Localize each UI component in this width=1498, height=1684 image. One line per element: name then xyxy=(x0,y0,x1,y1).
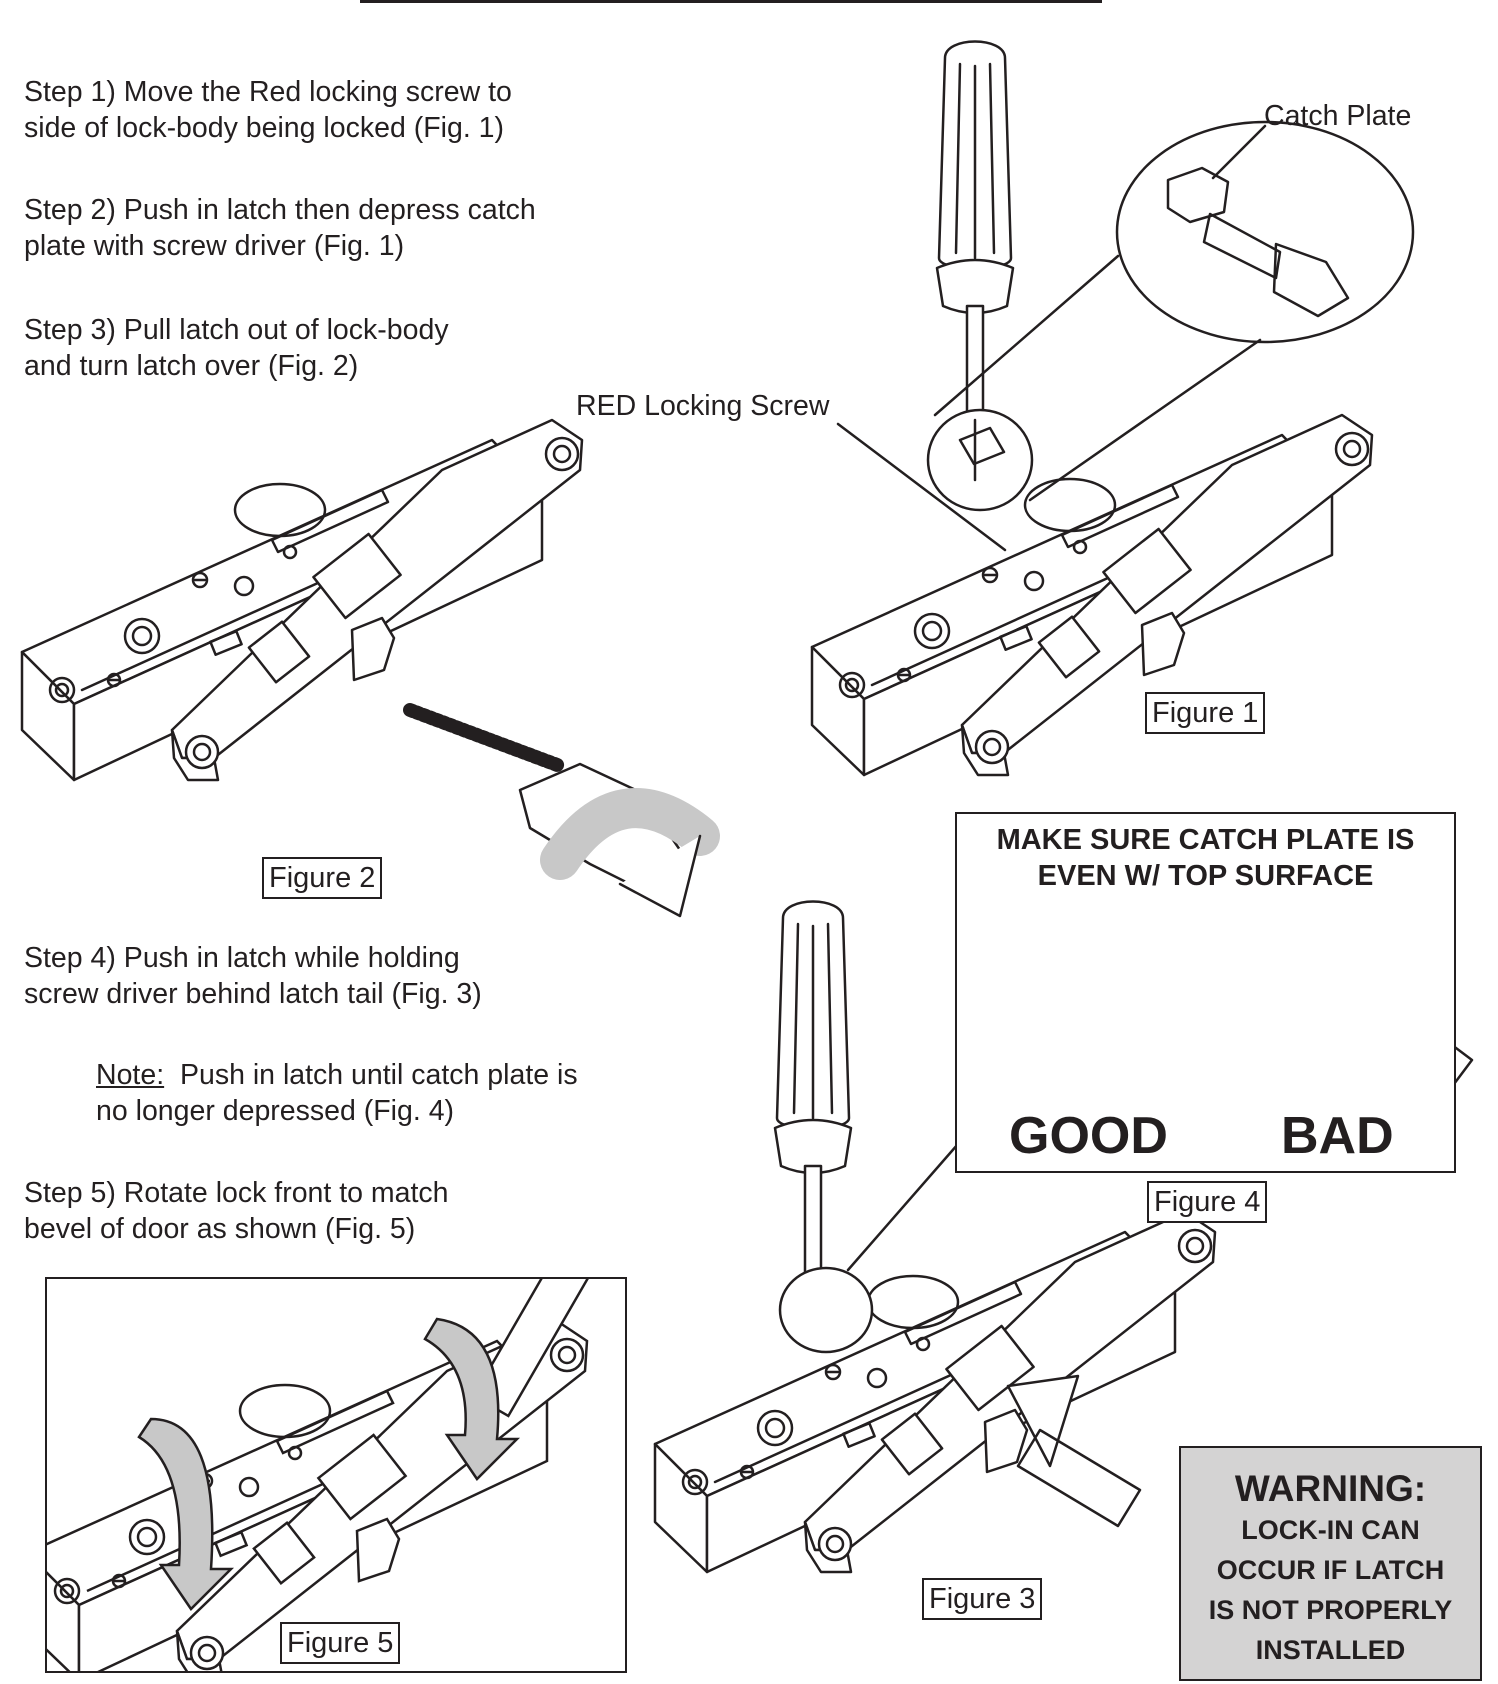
figure-1-label: Figure 1 xyxy=(1145,692,1266,734)
note-label: Note: xyxy=(96,1059,165,1091)
rotate-arrow-top xyxy=(423,1317,521,1481)
figure-2-spring-latch xyxy=(403,703,720,918)
warning-line-4: INSTALLED xyxy=(1255,1635,1406,1665)
figure-2-lock-body xyxy=(20,418,584,782)
red-locking-screw-label: RED Locking Screw xyxy=(576,390,830,422)
figure-5-label: Figure 5 xyxy=(280,1622,401,1664)
figure-3-detail-circle xyxy=(778,1266,874,1354)
step-2-text: Step 2) Push in latch then depress catch… xyxy=(24,194,536,262)
note-text: Note: Push in latch until catch plate is… xyxy=(96,1059,578,1127)
bad-label: BAD xyxy=(1281,1107,1394,1165)
warning-line-2: OCCUR IF LATCH xyxy=(1216,1555,1445,1585)
rotate-arrow-bottom xyxy=(137,1417,235,1611)
good-label: GOOD xyxy=(1009,1107,1168,1165)
catch-plate-label: Catch Plate xyxy=(1264,100,1412,132)
figure-4-box: MAKE SURE CATCH PLATE IS EVEN W/ TOP SUR… xyxy=(955,812,1456,1173)
figure-5-artwork xyxy=(25,1255,591,1683)
title-underline xyxy=(360,0,1102,3)
warning-title: WARNING: xyxy=(1234,1468,1427,1509)
figure-2-label: Figure 2 xyxy=(262,857,383,899)
figure-3-lock-body xyxy=(653,1210,1217,1574)
catch-plate-zoom-part xyxy=(1166,166,1350,318)
figure-3-push-arrow xyxy=(1006,1374,1142,1528)
figure-1-detail-circle xyxy=(926,408,1034,512)
warning-box: WARNING: LOCK-IN CAN OCCUR IF LATCH IS N… xyxy=(1179,1446,1482,1681)
figure-3-label: Figure 3 xyxy=(922,1578,1043,1620)
figure-4-header-line2: EVEN W/ TOP SURFACE xyxy=(1037,860,1374,892)
warning-line-1: LOCK-IN CAN xyxy=(1241,1515,1420,1545)
figure-4-label: Figure 4 xyxy=(1147,1181,1268,1223)
catch-plate-zoom-ellipse xyxy=(1115,120,1415,344)
warning-line-3: IS NOT PROPERLY xyxy=(1208,1595,1453,1625)
figure-4-header-line1: MAKE SURE CATCH PLATE IS xyxy=(996,824,1415,856)
figure-5-frame xyxy=(25,1255,627,1683)
